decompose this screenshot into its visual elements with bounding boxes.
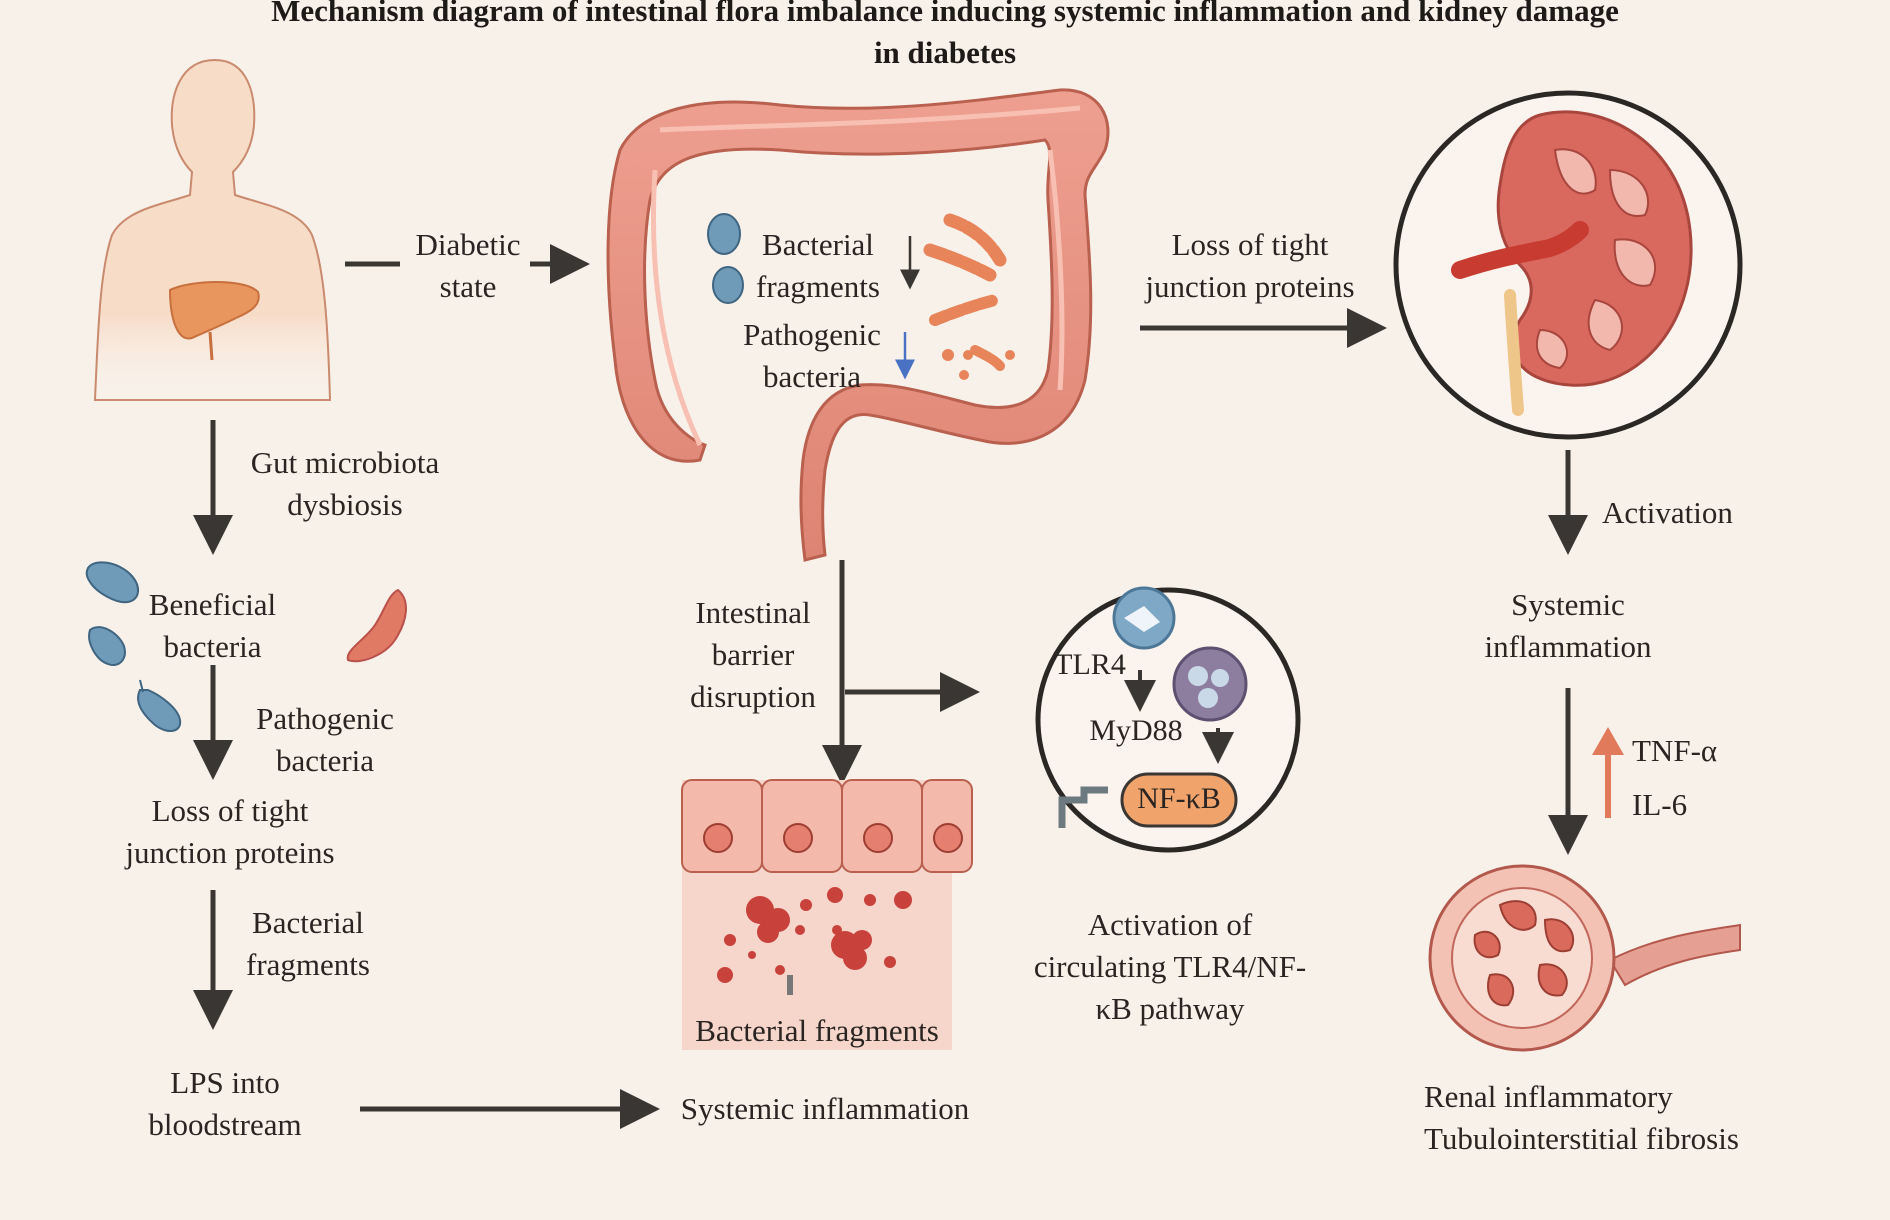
label-line: LPS into (170, 1065, 280, 1100)
label-line: fragments (246, 947, 370, 982)
liver-icon (168, 281, 260, 361)
label-line: dysbiosis (287, 487, 403, 522)
label-line: disruption (690, 679, 816, 714)
label-line: Activation of (1087, 907, 1253, 942)
label-line: junction proteins (1145, 269, 1355, 304)
label-loss-tight-junction-left: Loss of tight junction proteins (100, 790, 360, 874)
label-line: Pathogenic (743, 317, 881, 352)
cell-icon (1112, 586, 1248, 722)
label-nfkb: NF-κB (1137, 782, 1221, 815)
label-beneficial-bacteria: Beneficial bacteria (130, 584, 295, 668)
label-loss-tight-junction-right: Loss of tight junction proteins (1120, 224, 1380, 308)
label-line: junction proteins (125, 835, 335, 870)
label-line: inflammation (1484, 629, 1652, 664)
fibrotic-kidney-icon (1428, 864, 1741, 1052)
label-line: barrier (711, 637, 795, 672)
label-bacterial-fragments-bottom: Bacterial fragments (695, 1013, 939, 1048)
label-gut-dysbiosis: Gut microbiota dysbiosis (220, 442, 470, 526)
label-line: κB pathway (1095, 991, 1245, 1026)
label-line: Diabetic (415, 227, 521, 262)
label-il6: IL-6 (1632, 787, 1688, 822)
label-line: bacteria (163, 629, 262, 664)
label-line: Renal inflammatory (1424, 1079, 1673, 1114)
label-activation-tlr4-pathway: Activation of circulating TLR4/NF- κB pa… (1000, 904, 1340, 1030)
label-line: fragments (756, 269, 880, 304)
label-line: Tubulointerstitial fibrosis (1424, 1121, 1739, 1156)
label-line: bloodstream (148, 1107, 302, 1142)
label-systemic-inflammation-bottom: Systemic inflammation (680, 1091, 970, 1126)
label-line: bacteria (762, 359, 862, 394)
label-activation: Activation (1602, 495, 1733, 530)
label-line: circulating TLR4/NF- (1033, 949, 1307, 984)
label-colon-pathogenic: Pathogenic bacteria (722, 314, 902, 398)
label-tnf-alpha: TNF-α (1632, 733, 1718, 768)
label-line: Gut microbiota (250, 445, 440, 480)
kidney-icon (1393, 90, 1743, 440)
label-lps-bloodstream: LPS into bloodstream (130, 1062, 320, 1146)
bacteria-icon (85, 561, 407, 732)
colon-bacteria-icon (707, 213, 1015, 380)
title-line2: in diabetes (873, 35, 1017, 70)
label-line: state (439, 269, 497, 304)
label-line: Pathogenic (256, 701, 394, 736)
label-line: Beneficial (148, 587, 277, 622)
label-renal-outcome: Renal inflammatory Tubulointerstitial fi… (1410, 1076, 1810, 1160)
human-body-icon (93, 58, 332, 401)
label-line: bacteria (275, 743, 375, 778)
label-pathogenic-left: Pathogenic bacteria (235, 698, 415, 782)
epithelium-icon (681, 779, 973, 1050)
up-arrow-icon (1592, 727, 1624, 818)
label-myd88: MyD88 (1089, 714, 1183, 747)
label-line: Systemic (1511, 587, 1625, 622)
page-title: Mechanism diagram of intestinal flora im… (0, 0, 1890, 74)
tlr4-circle (1035, 586, 1301, 853)
label-intestinal-barrier: Intestinal barrier disruption (668, 592, 838, 718)
label-line: Bacterial (252, 905, 364, 940)
label-line: Intestinal (695, 595, 811, 630)
label-tlr4: TLR4 (1054, 648, 1126, 681)
label-systemic-inflammation-right: Systemic inflammation (1456, 584, 1680, 668)
label-line: Loss of tight (1171, 227, 1329, 262)
label-bacterial-fragments-left: Bacterial fragments (228, 902, 388, 986)
label-colon-fragments: Bacterial fragments (728, 224, 908, 308)
colon-icon (606, 88, 1110, 562)
label-line: Loss of tight (151, 793, 309, 828)
title-line1: Mechanism diagram of intestinal flora im… (271, 0, 1619, 28)
label-line: Bacterial (762, 227, 874, 262)
label-diabetic-state: Diabetic state (398, 224, 538, 308)
